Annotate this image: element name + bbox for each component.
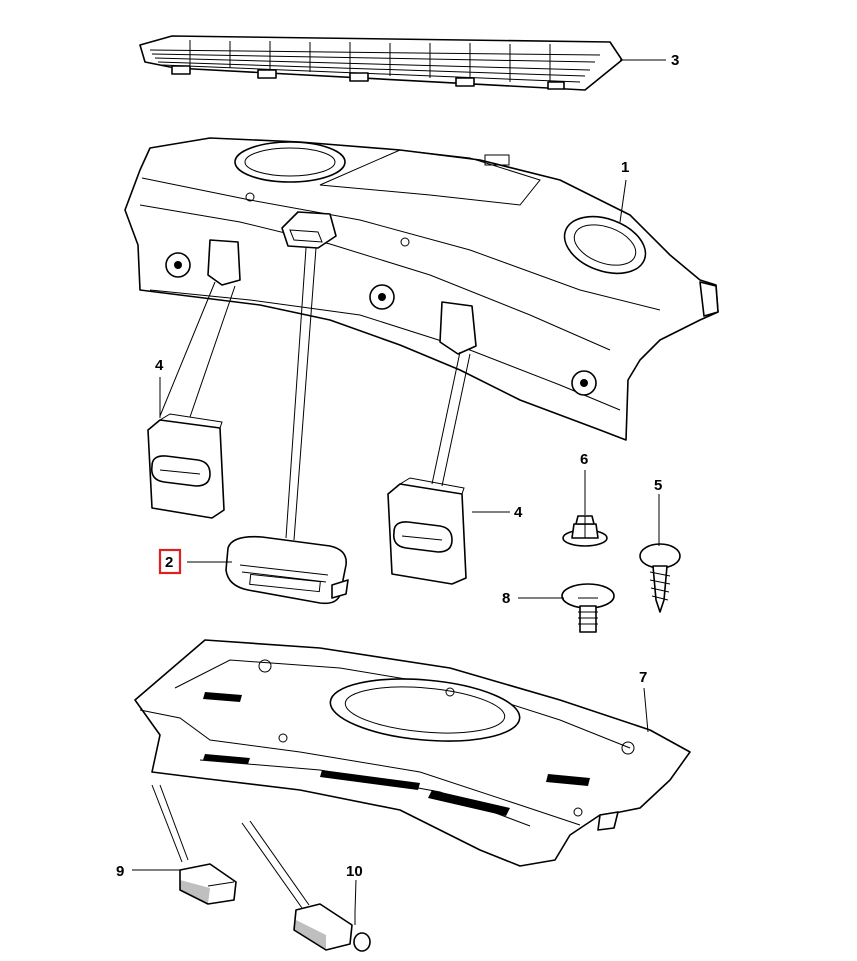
callout-5[interactable]: 5 xyxy=(654,477,662,494)
callout-4-right[interactable]: 4 xyxy=(514,504,523,521)
part-5-screw[interactable] xyxy=(639,543,681,613)
callout-3[interactable]: 3 xyxy=(671,52,679,69)
installation-lines xyxy=(151,247,471,909)
part-6-nut[interactable] xyxy=(562,515,608,547)
callout-10[interactable]: 10 xyxy=(346,863,363,880)
part-8-fastener[interactable] xyxy=(561,583,615,633)
callout-leaders xyxy=(132,59,666,913)
part-10-clip[interactable] xyxy=(293,903,371,952)
part-3-grille[interactable] xyxy=(139,35,623,91)
part-1-package-tray[interactable] xyxy=(124,137,719,441)
callout-6[interactable]: 6 xyxy=(580,451,588,468)
selected-callout-highlight xyxy=(158,548,182,575)
callout-9[interactable]: 9 xyxy=(116,863,124,880)
part-7-trim-panel[interactable] xyxy=(134,639,691,867)
callout-7[interactable]: 7 xyxy=(639,669,647,686)
part-2-bezel[interactable] xyxy=(225,535,349,605)
part-4-bracket-right[interactable] xyxy=(387,477,467,585)
callout-8[interactable]: 8 xyxy=(502,590,510,607)
part-4-bracket-left[interactable] xyxy=(147,413,225,519)
callout-1[interactable]: 1 xyxy=(621,159,629,176)
part-9-clip[interactable] xyxy=(179,863,237,905)
callout-2[interactable]: 2 xyxy=(165,554,173,571)
callout-4-left[interactable]: 4 xyxy=(155,357,164,374)
